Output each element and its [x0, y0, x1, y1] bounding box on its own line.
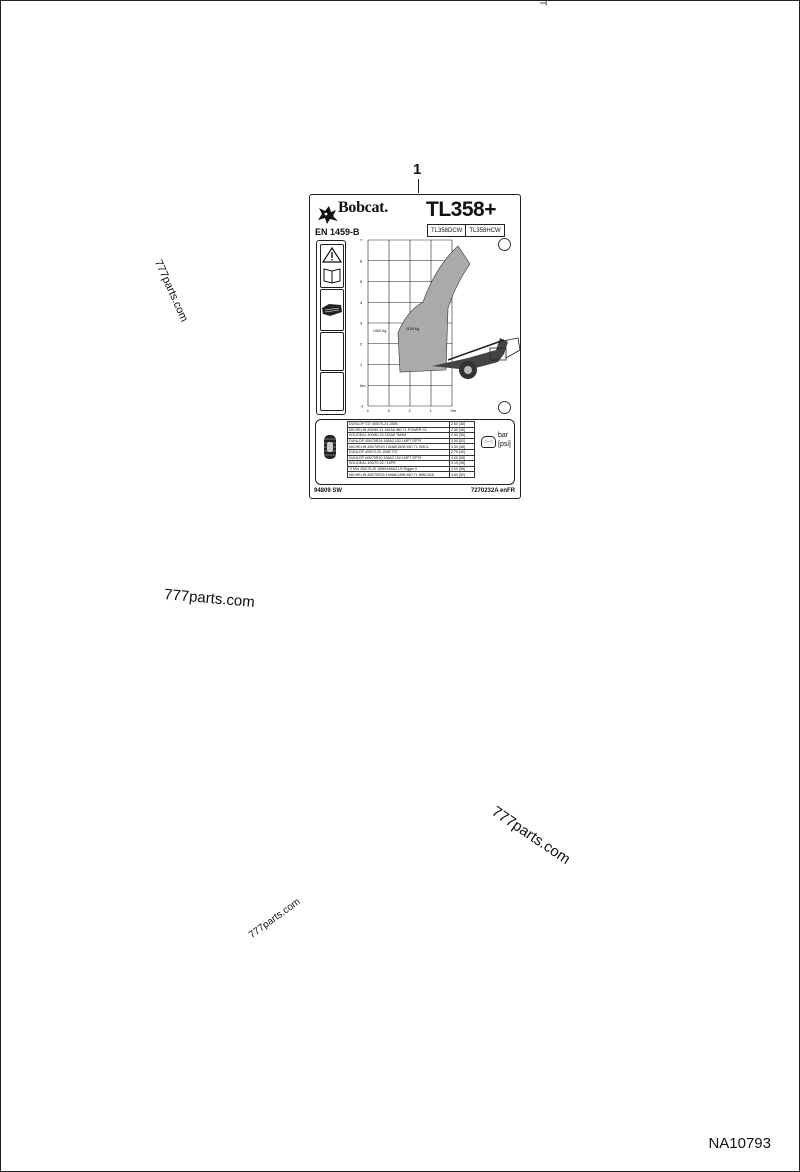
load-zone: [397, 245, 471, 373]
figure-code: NA10793: [708, 1135, 771, 1152]
y-tick-label: 6: [360, 258, 363, 263]
tire-pressure: 4.00 [58]: [449, 454, 475, 462]
mounting-hole: [498, 238, 511, 251]
x-tick-label: 3: [388, 408, 391, 413]
load-chart-decal: Bobcat. TL358+ EN 1459-B TL358DCW TL358H…: [309, 194, 521, 499]
mounting-hole: [498, 401, 511, 414]
variant-box: TL358DCW TL358HCW: [427, 224, 505, 237]
warning-cell: [320, 244, 344, 288]
machine-illustration: [432, 337, 521, 379]
tire-pressure: 3.30 [48]: [449, 443, 475, 450]
tire-pressure: 3.60 [52]: [449, 471, 475, 478]
load-label: 1400 Kg: [373, 329, 386, 333]
pressure-gauge-icon: ○−○: [481, 436, 496, 448]
y-tick-label: 4: [360, 300, 363, 305]
tire-spec: MICHELIN 400/70R20 149A8/149B IND TL BIB…: [347, 471, 450, 478]
x-tick-label: 0m: [451, 408, 457, 413]
variant-label: TL358HCW: [465, 225, 503, 236]
tire-pressure: 2.50 [36]: [449, 426, 475, 434]
tire-pressure: 3.15 [46]: [449, 460, 475, 467]
tire-pressure: 3.50 [51]: [449, 437, 475, 445]
attachment-icon: [322, 304, 342, 316]
callout-leader: [418, 179, 419, 193]
warning-symbol-column: [316, 240, 346, 415]
edge-mark: T: [537, 0, 548, 6]
y-tick-label: 0m: [360, 383, 366, 388]
decal-part-number: 7270232A enFR: [470, 488, 515, 494]
y-tick-label: -1: [360, 404, 364, 409]
tire-icon: [324, 435, 336, 459]
tire-pressure: 2.75 [40]: [449, 449, 475, 456]
x-tick-label: 1: [430, 408, 433, 413]
y-tick-label: 1: [360, 362, 363, 367]
callout-number: 1: [413, 161, 422, 178]
standard-label: EN 1459-B: [315, 227, 360, 237]
y-tick-label: 2: [360, 341, 363, 346]
tire-row: MICHELIN 400/70R20 149A8/149B IND TL BIB…: [347, 471, 475, 478]
warning-triangle-icon: [321, 246, 343, 284]
blank-cell: [320, 372, 344, 411]
unit-psi: [psi]: [498, 441, 511, 448]
model-number: TL358+: [426, 198, 496, 221]
y-tick-label: 7: [360, 238, 363, 243]
brand-name: Bobcat.: [338, 199, 388, 216]
bobcat-logo-icon: [318, 206, 338, 224]
load-label: 1100 Kg: [406, 327, 419, 331]
tire-pressure: 2.60 [38]: [449, 421, 475, 428]
variant-label: TL358DCW: [431, 227, 463, 234]
tire-pressure: 2.50 [36]: [449, 432, 475, 439]
decal-footer-left: 94809 SW: [314, 488, 343, 494]
blank-cell: [320, 332, 344, 371]
unit-bar: bar: [498, 432, 509, 439]
tire-row: MICHELIN 400/80-24 162A8 IND TL POWER CL…: [347, 426, 475, 434]
y-tick-label: 3: [360, 321, 363, 326]
tire-row: MICHELIN 400/70R24 152A8/152B IND TL XMC…: [347, 443, 475, 450]
attachment-cell: [320, 289, 344, 331]
tire-pressure: 4.00 [58]: [449, 465, 475, 473]
pressure-unit-legend: ○−○ bar [psi]: [481, 430, 517, 458]
x-tick-label: 4: [367, 408, 370, 413]
x-tick-label: 2: [409, 408, 412, 413]
y-tick-label: 5: [360, 279, 363, 284]
